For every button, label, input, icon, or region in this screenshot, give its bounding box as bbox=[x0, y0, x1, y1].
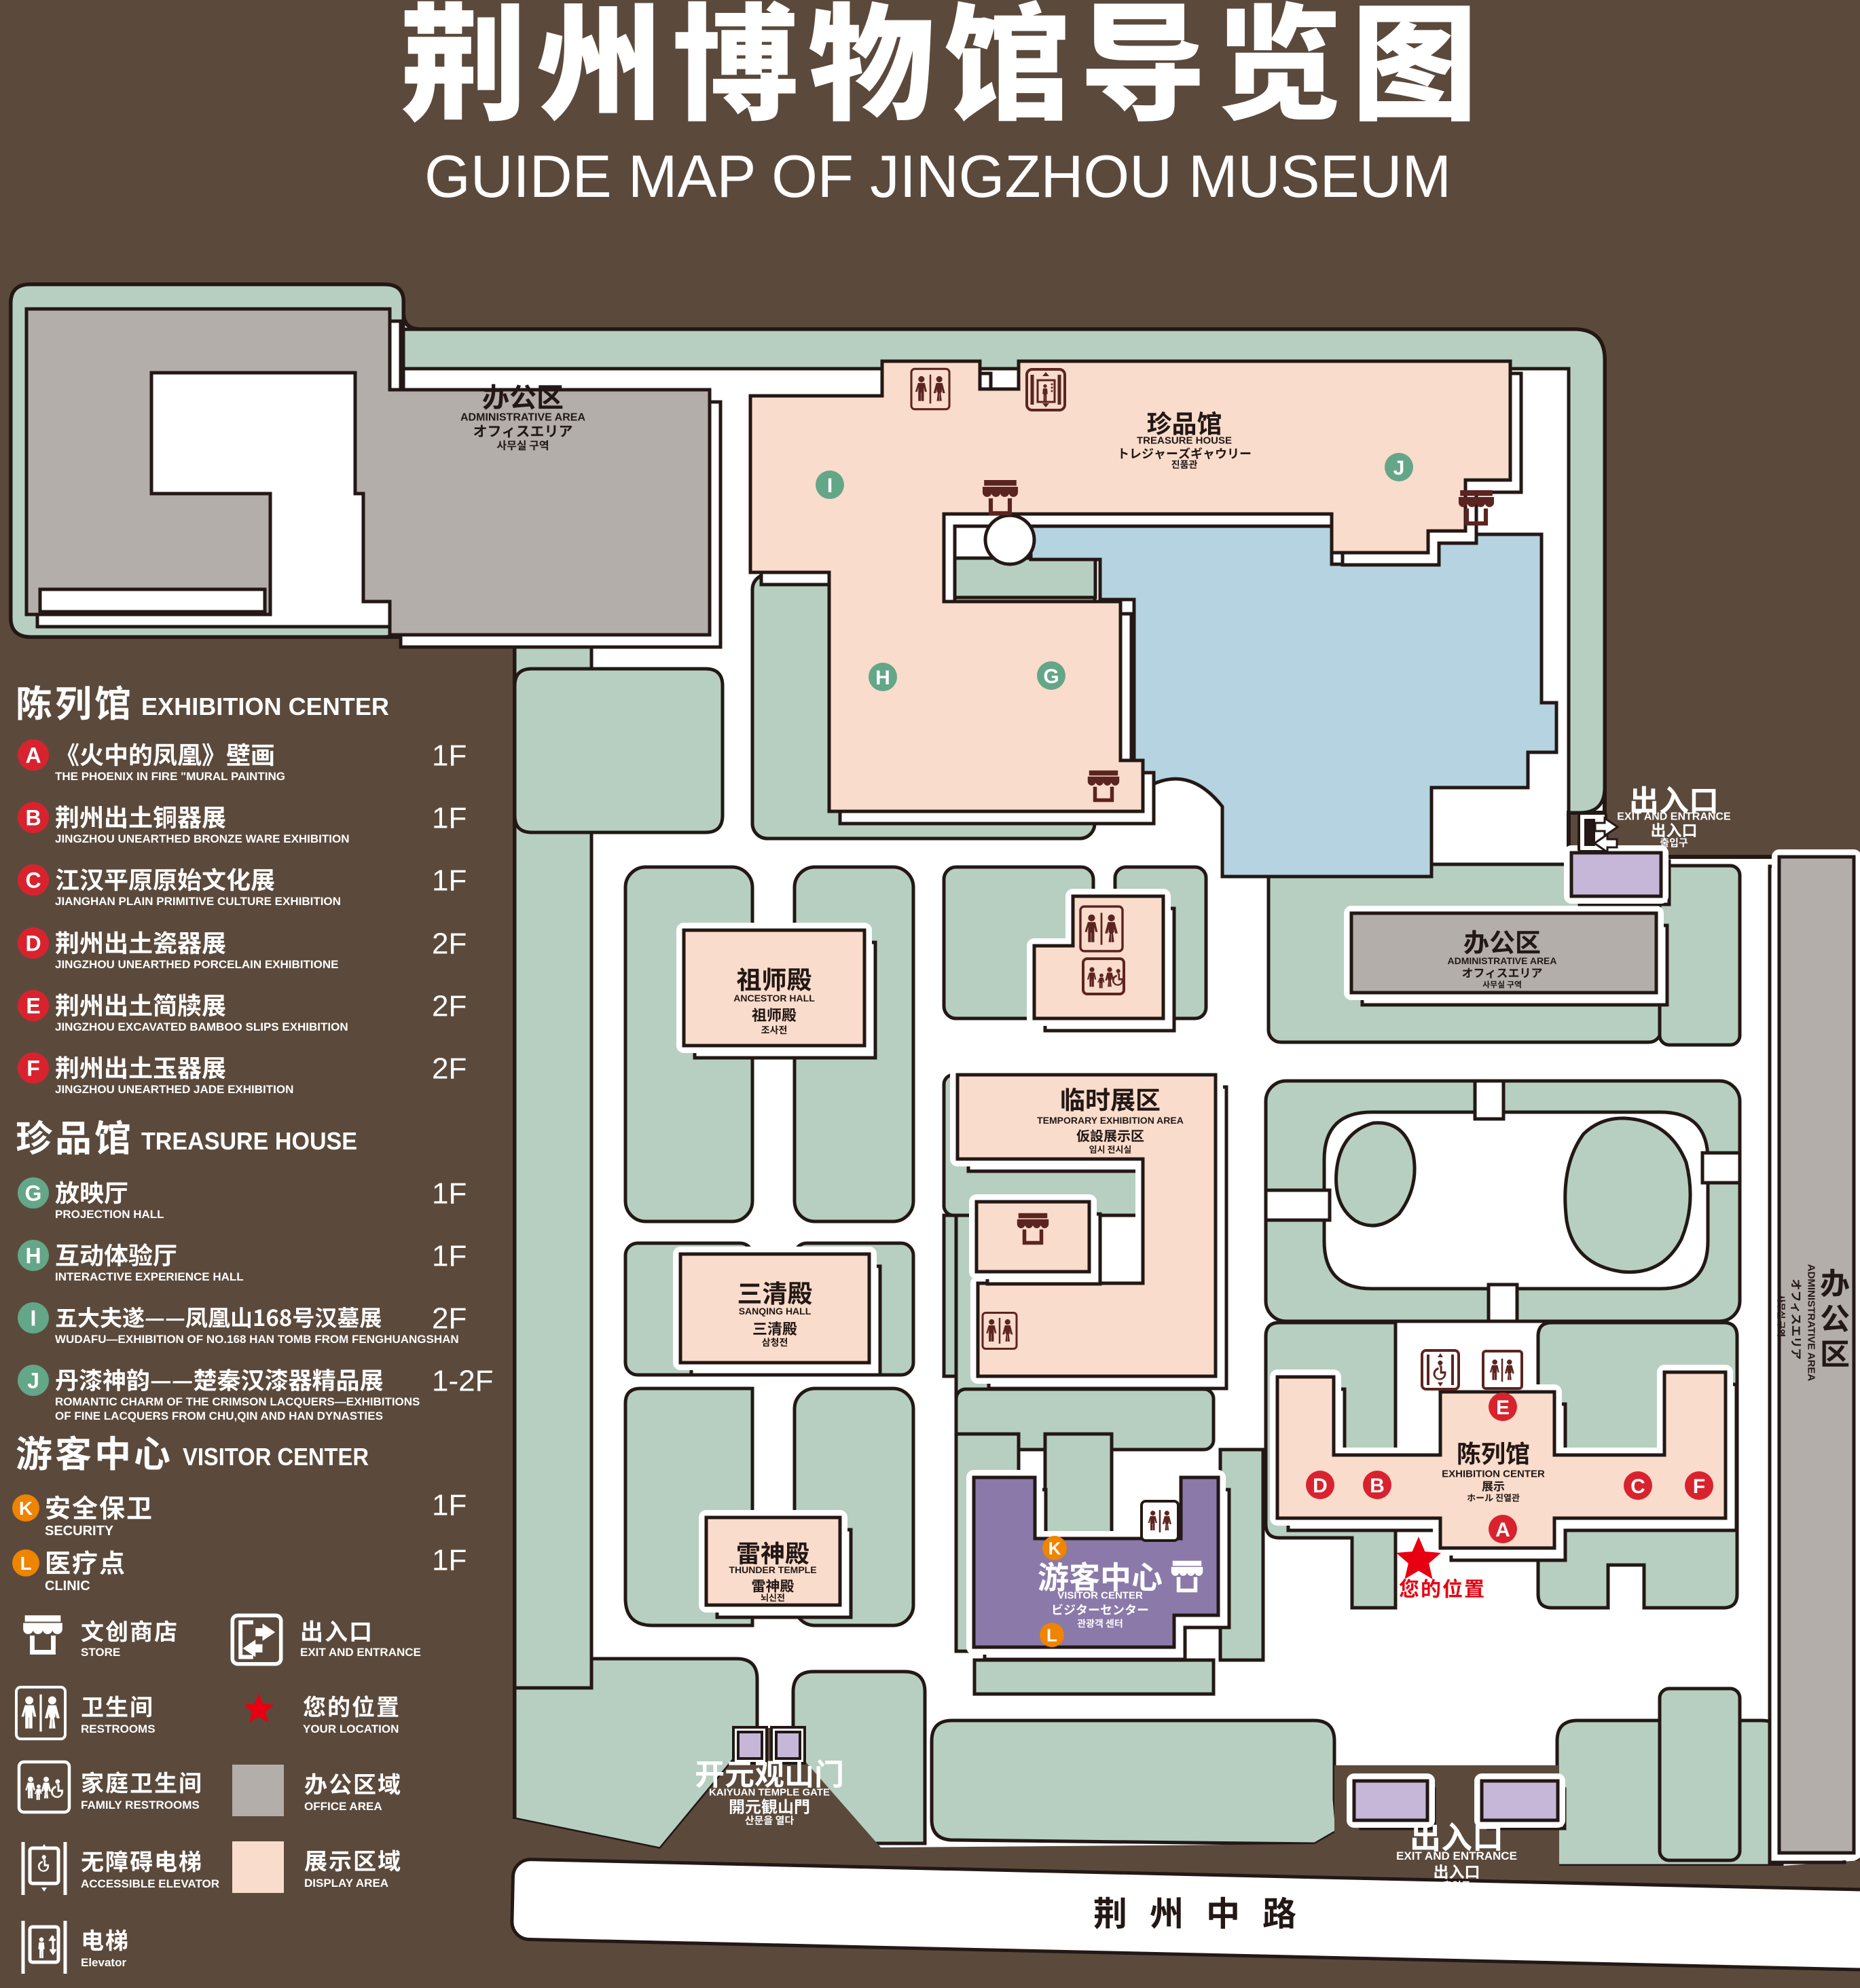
svg-text:E: E bbox=[26, 994, 40, 1018]
svg-text:1F: 1F bbox=[432, 739, 467, 773]
svg-text:L: L bbox=[20, 1553, 31, 1574]
svg-text:STORE: STORE bbox=[81, 1646, 120, 1659]
svg-text:FAMILY RESTROOMS: FAMILY RESTROOMS bbox=[81, 1799, 200, 1811]
svg-text:DISPLAY AREA: DISPLAY AREA bbox=[304, 1877, 388, 1890]
svg-text:E: E bbox=[1496, 1397, 1510, 1419]
svg-text:RESTROOMS: RESTROOMS bbox=[81, 1723, 156, 1735]
svg-text:ACCESSIBLE ELEVATOR: ACCESSIBLE ELEVATOR bbox=[81, 1877, 219, 1890]
svg-text:EXHIBITION CENTER: EXHIBITION CENTER bbox=[1442, 1468, 1545, 1479]
svg-text:C: C bbox=[1630, 1475, 1645, 1498]
svg-text:TEMPORARY EXHIBITION AREA: TEMPORARY EXHIBITION AREA bbox=[1037, 1115, 1184, 1126]
svg-text:EXHIBITION CENTER: EXHIBITION CENTER bbox=[141, 693, 389, 720]
svg-text:GUIDE MAP OF JINGZHOU MUSEUM: GUIDE MAP OF JINGZHOU MUSEUM bbox=[424, 143, 1451, 210]
svg-text:OF FINE LACQUERS FROM CHU,QIN: OF FINE LACQUERS FROM CHU,QIN AND HAN DY… bbox=[55, 1410, 383, 1422]
svg-text:THE PHOENIX IN FIRE "MURAL PAI: THE PHOENIX IN FIRE "MURAL PAINTING bbox=[55, 770, 285, 783]
svg-text:L: L bbox=[1046, 1625, 1057, 1645]
svg-text:1F: 1F bbox=[432, 864, 467, 898]
svg-text:VISITOR CENTER: VISITOR CENTER bbox=[183, 1443, 369, 1471]
svg-text:EXIT AND ENTRANCE: EXIT AND ENTRANCE bbox=[1396, 1849, 1517, 1862]
svg-text:2F: 2F bbox=[432, 990, 467, 1023]
svg-text:1F: 1F bbox=[432, 1177, 467, 1211]
svg-text:1F: 1F bbox=[432, 802, 467, 835]
svg-text:1F: 1F bbox=[432, 1240, 467, 1273]
svg-text:YOUR LOCATION: YOUR LOCATION bbox=[303, 1723, 399, 1735]
svg-text:A: A bbox=[25, 743, 41, 768]
svg-text:2F: 2F bbox=[432, 1052, 467, 1086]
svg-text:ROMANTIC CHARM OF THE CRIMSON: ROMANTIC CHARM OF THE CRIMSON LACQUERS—E… bbox=[55, 1395, 420, 1408]
svg-text:JINGZHOU EXCAVATED BAMBOO SLIP: JINGZHOU EXCAVATED BAMBOO SLIPS EXHIBITI… bbox=[55, 1020, 348, 1033]
svg-text:EXIT AND ENTRANCE: EXIT AND ENTRANCE bbox=[300, 1646, 421, 1659]
svg-text:PROJECTION HALL: PROJECTION HALL bbox=[55, 1208, 164, 1221]
svg-text:A: A bbox=[1495, 1519, 1510, 1541]
svg-text:JIANGHAN PLAIN PRIMITIVE CULTU: JIANGHAN PLAIN PRIMITIVE CULTURE EXHIBIT… bbox=[55, 895, 341, 908]
svg-text:K: K bbox=[19, 1498, 33, 1519]
svg-text:B: B bbox=[1370, 1475, 1385, 1497]
svg-text:1-2F: 1-2F bbox=[432, 1365, 493, 1398]
svg-text:ADMINISTRATIVE AREA: ADMINISTRATIVE AREA bbox=[460, 412, 585, 424]
svg-text:1F: 1F bbox=[432, 1489, 467, 1522]
svg-text:JINGZHOU UNEARTHED PORCELAIN E: JINGZHOU UNEARTHED PORCELAIN EXHIBITIONE bbox=[55, 958, 338, 971]
svg-text:G: G bbox=[1043, 665, 1059, 688]
svg-text:OFFICE AREA: OFFICE AREA bbox=[304, 1800, 382, 1813]
svg-text:JINGZHOU UNEARTHED JADE EXHIBI: JINGZHOU UNEARTHED JADE EXHIBITION bbox=[55, 1083, 293, 1096]
svg-text:THUNDER TEMPLE: THUNDER TEMPLE bbox=[729, 1564, 816, 1575]
svg-text:SECURITY: SECURITY bbox=[45, 1524, 114, 1539]
svg-text:ADMINISTRATIVE AREA: ADMINISTRATIVE AREA bbox=[1806, 1264, 1817, 1382]
svg-text:H: H bbox=[875, 667, 890, 689]
svg-text:1F: 1F bbox=[432, 1544, 467, 1577]
svg-text:INTERACTIVE EXPERIENCE HALL: INTERACTIVE EXPERIENCE HALL bbox=[55, 1270, 244, 1283]
svg-text:B: B bbox=[25, 806, 41, 830]
svg-text:2F: 2F bbox=[432, 927, 467, 961]
svg-text:D: D bbox=[25, 932, 41, 956]
svg-text:KAIYUAN TEMPLE GATE: KAIYUAN TEMPLE GATE bbox=[709, 1786, 830, 1798]
svg-text:VISITOR CENTER: VISITOR CENTER bbox=[1057, 1589, 1143, 1601]
svg-text:CLINIC: CLINIC bbox=[45, 1579, 90, 1594]
svg-text:D: D bbox=[1313, 1475, 1328, 1497]
svg-text:I: I bbox=[31, 1306, 37, 1331]
svg-text:K: K bbox=[1048, 1538, 1061, 1558]
svg-text:C: C bbox=[25, 868, 41, 893]
svg-text:ANCESTOR HALL: ANCESTOR HALL bbox=[733, 993, 815, 1004]
svg-text:H: H bbox=[25, 1244, 41, 1268]
svg-text:EXIT AND ENTRANCE: EXIT AND ENTRANCE bbox=[1617, 811, 1731, 823]
svg-text:WUDAFU—EXHIBITION OF NO.168 HA: WUDAFU—EXHIBITION OF NO.168 HAN TOMB FRO… bbox=[55, 1333, 459, 1346]
svg-text:TREASURE HOUSE: TREASURE HOUSE bbox=[141, 1127, 357, 1155]
svg-text:J: J bbox=[1393, 457, 1405, 479]
svg-text:F: F bbox=[1693, 1475, 1705, 1498]
svg-text:2F: 2F bbox=[432, 1302, 467, 1336]
svg-text:TREASURE HOUSE: TREASURE HOUSE bbox=[1137, 435, 1232, 446]
svg-text:G: G bbox=[25, 1181, 42, 1206]
svg-text:SANQING HALL: SANQING HALL bbox=[739, 1306, 812, 1317]
svg-text:I: I bbox=[827, 475, 833, 497]
svg-text:Elevator: Elevator bbox=[81, 1956, 126, 1969]
svg-text:ADMINISTRATIVE AREA: ADMINISTRATIVE AREA bbox=[1448, 955, 1557, 966]
svg-text:J: J bbox=[27, 1369, 39, 1393]
svg-text:JINGZHOU UNEARTHED BRONZE WARE: JINGZHOU UNEARTHED BRONZE WARE EXHIBITIO… bbox=[55, 832, 350, 845]
svg-text:F: F bbox=[26, 1056, 40, 1081]
